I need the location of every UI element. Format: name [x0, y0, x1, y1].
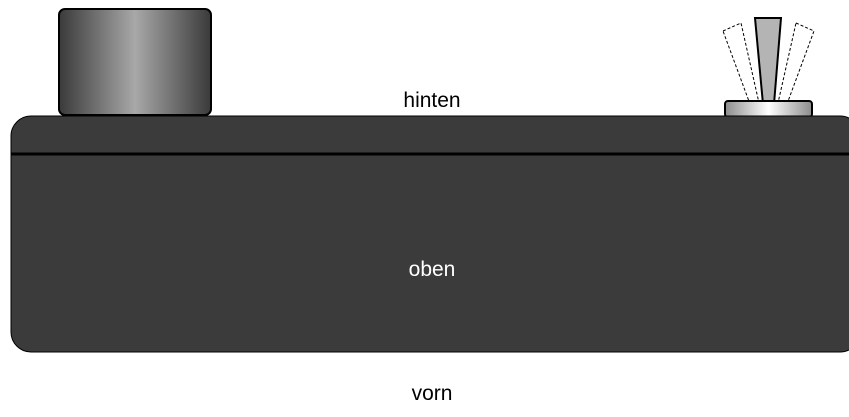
label-back: hinten — [403, 89, 460, 112]
toggle-lever-left-position — [722, 22, 760, 105]
toggle-switch — [722, 17, 815, 118]
enclosure-body — [10, 115, 849, 353]
toggle-lever — [753, 17, 783, 105]
toggle-lever-right-position — [777, 22, 815, 105]
label-top: oben — [409, 258, 456, 281]
label-front: vorn — [412, 382, 453, 405]
knob — [58, 8, 212, 116]
toggle-base — [724, 100, 813, 118]
